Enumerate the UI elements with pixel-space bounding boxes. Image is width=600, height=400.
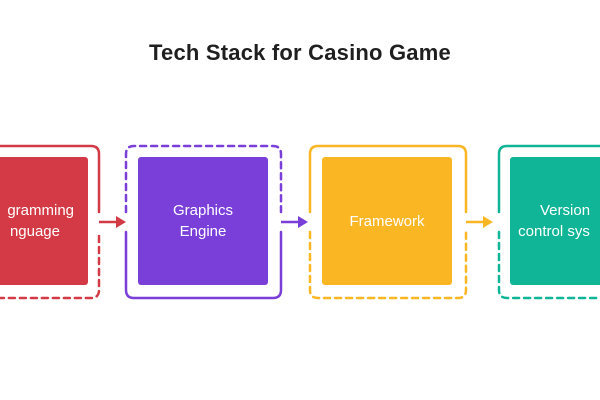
- step-3-frame: [308, 144, 468, 300]
- step-3-box: Framework: [322, 157, 452, 285]
- step-1-frame-solid: [0, 144, 101, 214]
- step-2-frame-solid: [124, 230, 283, 300]
- connector-1-2: [99, 216, 126, 228]
- step-4-box: Version control sys: [510, 157, 600, 285]
- step-4-frame-solid: [497, 144, 600, 214]
- step-2-frame-dashed: [124, 144, 283, 214]
- step-4-frame: [497, 144, 600, 300]
- connector-2-3: [281, 216, 308, 228]
- step-4-label-line-2: control sys: [518, 223, 590, 240]
- step-2-frame: [124, 144, 283, 300]
- step-4-label-line-1: Version: [540, 202, 591, 219]
- step-2-label-line-2: Engine: [179, 223, 227, 240]
- step-2-box: Graphics Engine: [138, 157, 268, 285]
- connector-3-4: [466, 216, 493, 228]
- step-2-label-line-1: Graphics: [172, 202, 234, 219]
- step-3-frame-solid: [308, 144, 468, 214]
- step-1-label-line-1: gramming: [7, 202, 74, 219]
- arrow-right-icon: [298, 216, 308, 228]
- step-1-label-line-2: nguage: [9, 223, 60, 240]
- step-1-box: gramming nguage: [0, 157, 88, 285]
- step-4-frame-dashed: [497, 230, 600, 300]
- step-1-frame: [0, 144, 101, 300]
- step-3-frame-dashed: [308, 230, 468, 300]
- step-3-label-line-1: Framework: [349, 212, 425, 230]
- step-1-frame-dashed: [0, 234, 101, 300]
- diagram-title: Tech Stack for Casino Game: [149, 40, 451, 65]
- arrow-right-icon: [116, 216, 126, 228]
- arrow-right-icon: [483, 216, 493, 228]
